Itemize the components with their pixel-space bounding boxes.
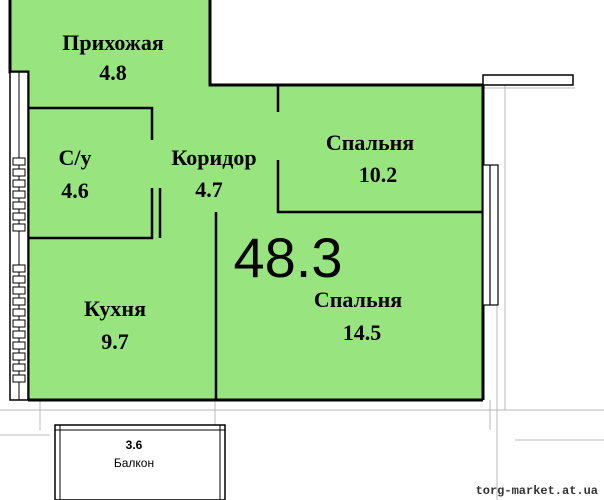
hall-area: 4.8 bbox=[99, 60, 127, 85]
bedroom2-area: 14.5 bbox=[343, 320, 382, 345]
bedroom2-name: Спальня bbox=[314, 287, 402, 312]
facade-block bbox=[12, 319, 26, 328]
bathroom-area: 4.6 bbox=[61, 178, 89, 203]
facade-block bbox=[12, 264, 26, 273]
facade-block bbox=[12, 363, 26, 372]
left-facade bbox=[9, 71, 29, 401]
kitchen-area: 9.7 bbox=[101, 329, 129, 354]
facade-block bbox=[12, 341, 26, 350]
facade-block bbox=[12, 275, 26, 284]
facade-block bbox=[12, 179, 26, 188]
apartment-floor bbox=[10, 0, 483, 400]
facade-block bbox=[12, 168, 26, 177]
corridor-name: Коридор bbox=[171, 145, 256, 170]
interior-walls bbox=[28, 85, 483, 400]
facade-window-blocks bbox=[12, 157, 26, 383]
bathroom-name: С/у bbox=[59, 145, 92, 170]
hall-name: Прихожая bbox=[62, 30, 164, 55]
facade-block bbox=[12, 190, 26, 199]
facade-block bbox=[12, 223, 26, 232]
top-window bbox=[482, 74, 574, 86]
facade-block bbox=[12, 297, 26, 306]
kitchen-name: Кухня bbox=[84, 296, 146, 321]
corridor-area: 4.7 bbox=[195, 177, 223, 202]
bedroom1-name: Спальня bbox=[326, 130, 414, 155]
facade-block bbox=[12, 308, 26, 317]
balcony-area: 3.6 bbox=[126, 438, 143, 452]
facade-block bbox=[12, 330, 26, 339]
right-windows bbox=[482, 164, 499, 306]
facade-block bbox=[12, 286, 26, 295]
bedroom1-area: 10.2 bbox=[359, 162, 398, 187]
balcony bbox=[54, 424, 226, 500]
facade-block bbox=[12, 201, 26, 210]
balcony-name: Балкон bbox=[114, 456, 154, 470]
watermark: torg-market.at.ua bbox=[476, 484, 598, 498]
facade-block bbox=[12, 352, 26, 361]
facade-block bbox=[12, 374, 26, 383]
total-area: 48.3 bbox=[234, 226, 343, 289]
facade-block bbox=[12, 212, 26, 221]
facade-block bbox=[12, 157, 26, 166]
